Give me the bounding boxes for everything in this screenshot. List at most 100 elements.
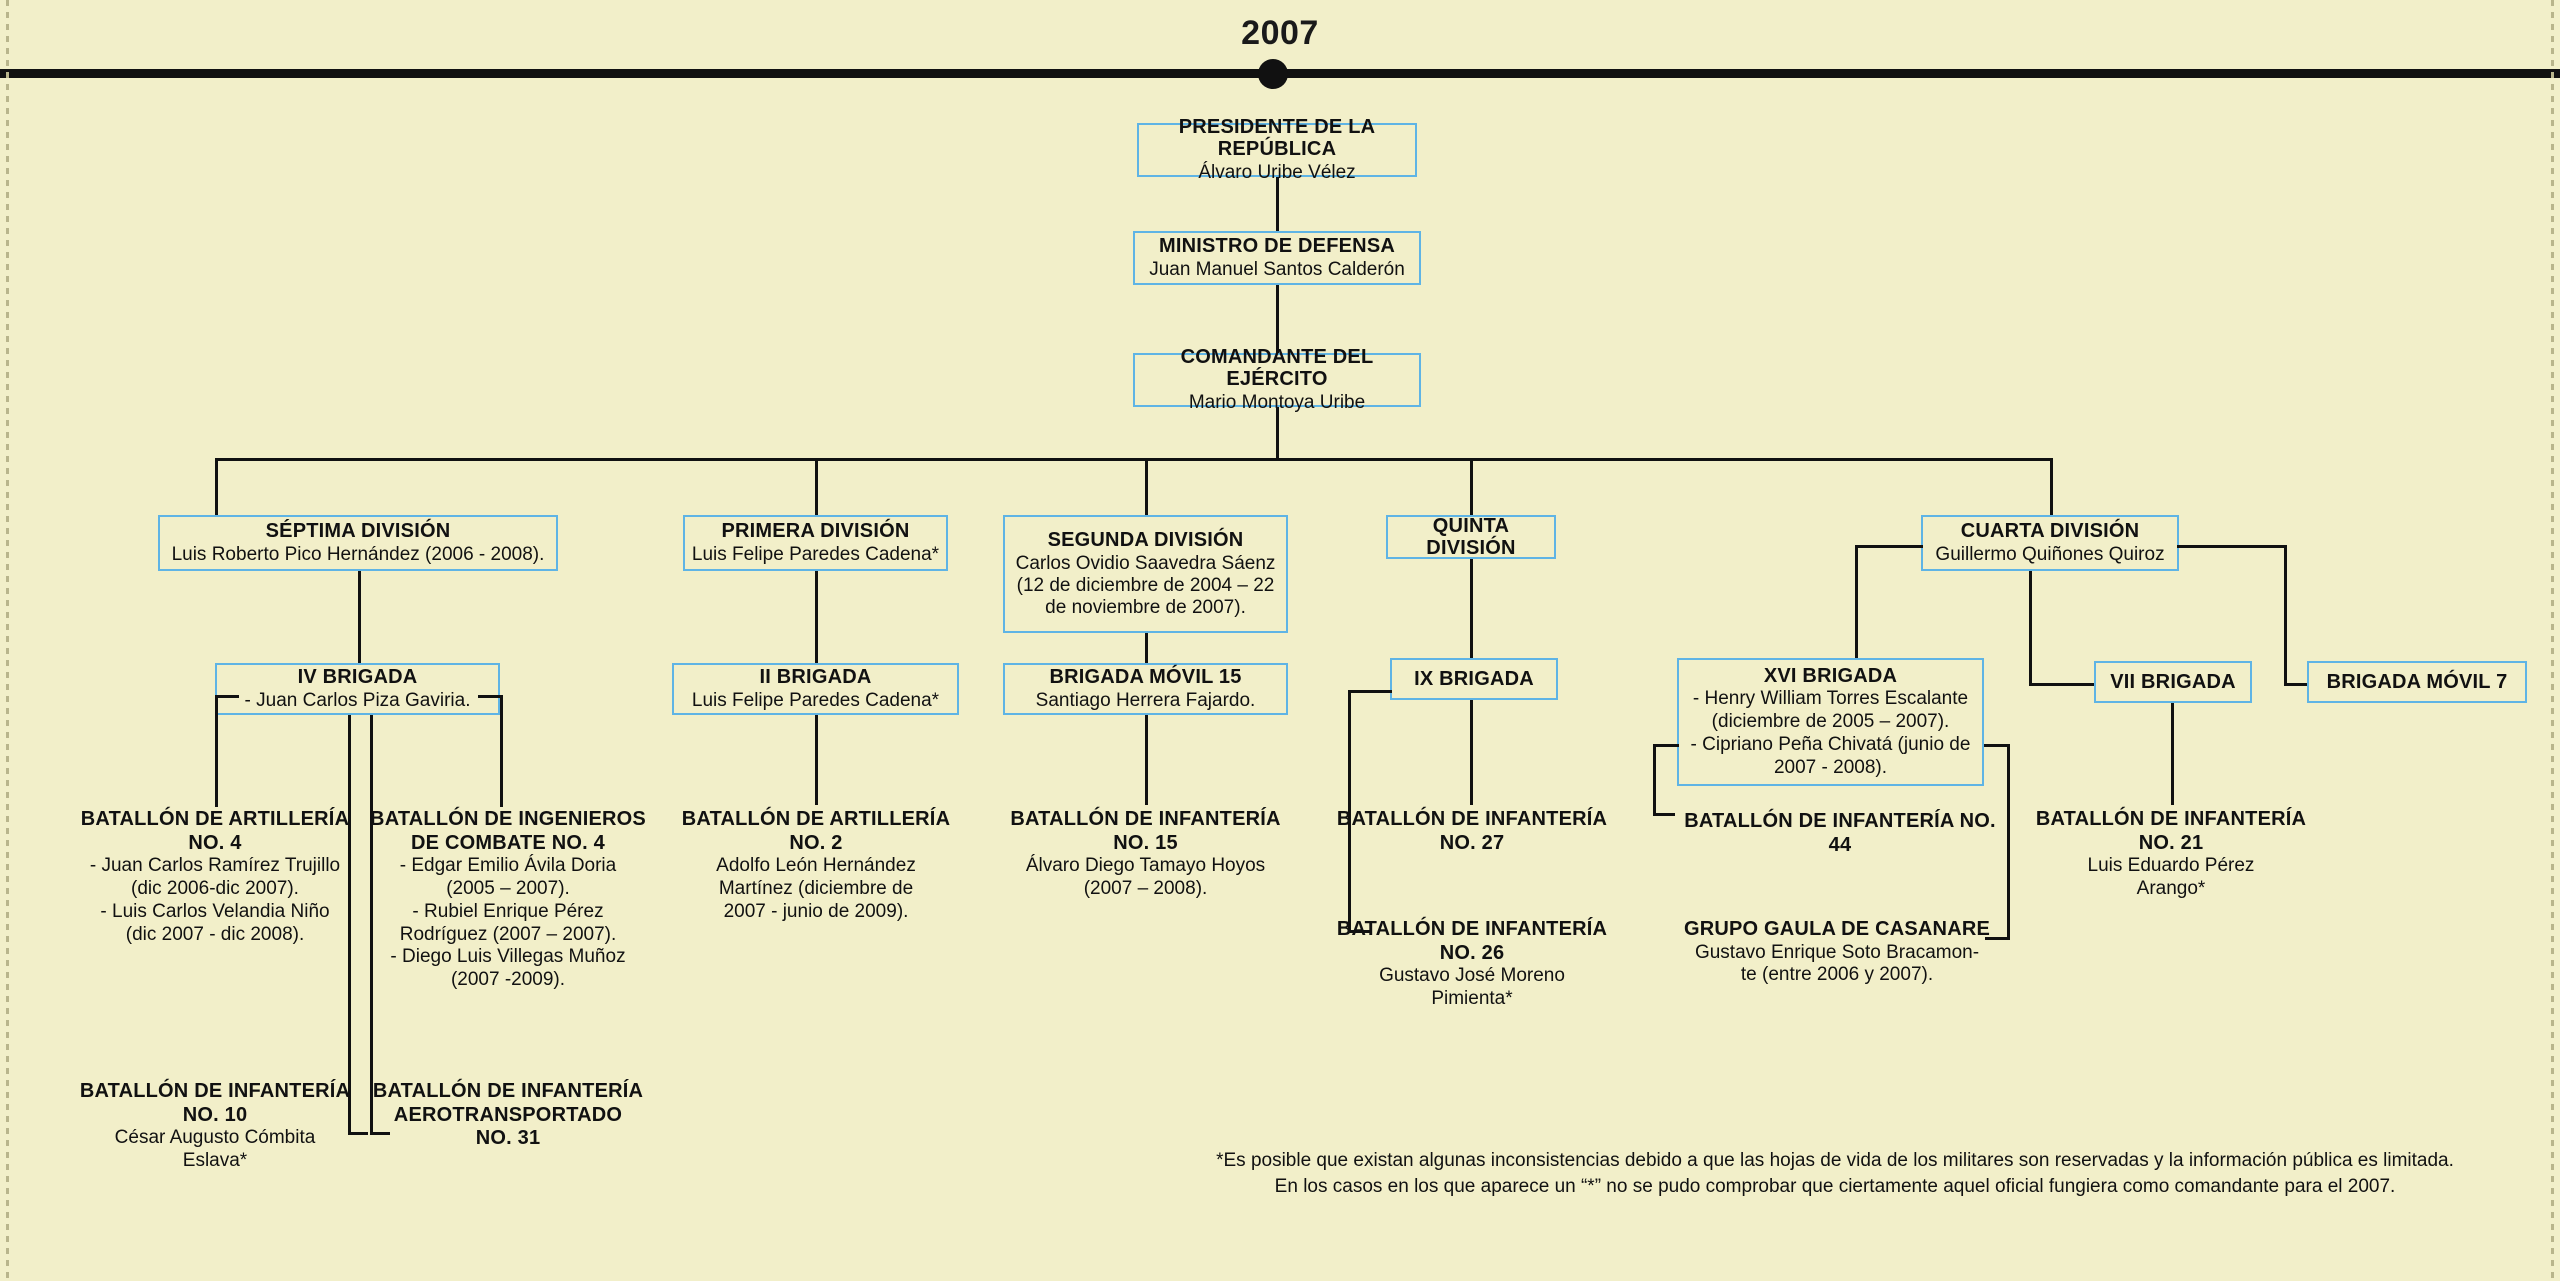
unit-batallon-infanteria-27[interactable]: BATALLÓN DE INFANTERÍA NO. 27 (1332, 808, 1612, 855)
node-cuarta-division[interactable]: CUARTA DIVISIÓN Guillermo Quiñones Quiro… (1921, 515, 2179, 571)
node-title: IV BRIGADA (297, 666, 418, 689)
connector-iv-art4-v (215, 695, 218, 807)
node-brigada-movil-15[interactable]: BRIGADA MÓVIL 15 Santiago Herrera Fajard… (1003, 663, 1288, 715)
node-title: XVI BRIGADA (1763, 664, 1898, 687)
unit-title-line-1: BATALLÓN DE ARTILLERÍA (681, 808, 951, 830)
node-subtitle: Carlos Ovidio Saavedra Sáenz (12 de dici… (1015, 552, 1276, 618)
node-primera-division[interactable]: PRIMERA DIVISIÓN Luis Felipe Paredes Cad… (683, 515, 948, 571)
connector-cuarta-vii-v (2029, 571, 2032, 686)
node-vii-brigada[interactable]: VII BRIGADA (2094, 661, 2252, 703)
drop-cuarta (2050, 458, 2053, 517)
node-presidente[interactable]: PRESIDENTE DE LA REPÚBLICA Álvaro Uribe … (1137, 116, 1417, 183)
unit-name-line-3: - Rubiel Enrique Pérez (412, 900, 604, 922)
connector-primera-ii (815, 571, 818, 665)
connector-iv-bi31-v (370, 715, 373, 1135)
unit-name-line-2: Eslava* (182, 1149, 248, 1171)
connector-ix-bi26-v (1348, 690, 1351, 933)
footnote-line-1: *Es posible que existan algunas inconsis… (1216, 1150, 2454, 1171)
node-septima-division[interactable]: SÉPTIMA DIVISIÓN Luis Roberto Pico Herná… (158, 515, 558, 571)
unit-batallon-infanteria-26[interactable]: BATALLÓN DE INFANTERÍA NO. 26 Gustavo Jo… (1332, 918, 1612, 1011)
unit-batallon-infanteria-21[interactable]: BATALLÓN DE INFANTERÍA NO. 21 Luis Eduar… (2031, 808, 2311, 901)
unit-title-line-1: BATALLÓN DE INFANTERÍA (1336, 918, 1608, 940)
unit-name-line-2: Pimienta* (1431, 987, 1513, 1009)
node-comandante-ejercito[interactable]: COMANDANTE DEL EJÉRCITO Mario Montoya Ur… (1133, 346, 1421, 413)
node-brigada-movil-7[interactable]: BRIGADA MÓVIL 7 (2307, 661, 2527, 703)
node-title: PRESIDENTE DE LA REPÚBLICA (1178, 116, 1376, 161)
unit-batallon-infanteria-15[interactable]: BATALLÓN DE INFANTERÍA NO. 15 Álvaro Die… (1003, 808, 1288, 901)
unit-title-line-2: NO. 15 (1113, 831, 1178, 854)
connector-segunda-bm15 (1145, 633, 1148, 665)
unit-name-line-1: - Edgar Emilio Ávila Doria (399, 855, 617, 877)
unit-name-line-1: Gustavo Enrique Soto Bracamon- (1694, 941, 1980, 963)
node-subtitle: Luis Felipe Paredes Cadena* (691, 543, 940, 565)
node-subtitle: Guillermo Quiñones Quiroz (1935, 543, 2165, 565)
connector-bm15-bi15 (1145, 715, 1148, 805)
unit-title-line-2: DE COMBATE NO. 4 (411, 831, 605, 854)
node-subtitle: Álvaro Uribe Vélez (1198, 161, 1356, 183)
connector-iv-bi10-v (348, 715, 351, 1135)
drop-segunda (1145, 458, 1148, 517)
footnote-line-2: En los casos en los que aparece un “*” n… (1274, 1175, 2396, 1197)
unit-name-line-3: - Luis Carlos Velandia Niño (100, 900, 330, 922)
connector-cuarta-bm7-v (2284, 545, 2287, 683)
footnote: *Es posible que existan algunas inconsis… (1140, 1148, 2530, 1199)
unit-grupo-gaula-casanare[interactable]: GRUPO GAULA DE CASANARE Gustavo Enrique … (1672, 918, 2002, 987)
unit-name-line-1: - Juan Carlos Ramírez Trujillo (89, 855, 341, 877)
unit-title-line-1: BATALLÓN DE INFANTERÍA (79, 1080, 351, 1102)
node-iv-brigada[interactable]: IV BRIGADA - Juan Carlos Piza Gaviria. (215, 663, 500, 715)
connector-xvi-bi44-h (1653, 813, 1675, 816)
unit-title-line-1: BATALLÓN DE INFANTERÍA (2035, 808, 2307, 830)
unit-batallon-artilleria-2[interactable]: BATALLÓN DE ARTILLERÍA NO. 2 Adolfo León… (676, 808, 956, 924)
node-quinta-division[interactable]: QUINTA DIVISIÓN (1386, 515, 1556, 559)
unit-batallon-ingenieros-combate-4[interactable]: BATALLÓN DE INGENIEROS DE COMBATE NO. 4 … (368, 808, 648, 992)
unit-title-line-1: BATALLÓN DE INFANTERÍA (1010, 808, 1281, 830)
connector-iv-bi31-h (370, 1132, 390, 1135)
node-ix-brigada[interactable]: IX BRIGADA (1390, 658, 1558, 700)
connector-iv-art4-h (215, 695, 239, 698)
connector-quinta-ix (1470, 559, 1473, 665)
connector-iv-ing4-h (478, 695, 502, 698)
connector-ii-art2 (815, 715, 818, 805)
page-title: 2007 (1241, 14, 1319, 52)
node-subtitle: Juan Manuel Santos Calderón (1149, 258, 1405, 280)
node-segunda-division[interactable]: SEGUNDA DIVISIÓN Carlos Ovidio Saavedra … (1003, 515, 1288, 633)
unit-name-line-4: (dic 2007 - dic 2008). (125, 923, 305, 945)
connector-cuarta-bm7-h (2177, 545, 2287, 548)
unit-name-line-1: Gustavo José Moreno (1379, 965, 1565, 987)
node-xvi-brigada[interactable]: XVI BRIGADA - Henry William Torres Escal… (1677, 658, 1984, 786)
node-title: BRIGADA MÓVIL 7 (2326, 670, 2508, 693)
division-bus (215, 458, 2053, 461)
unit-batallon-infanteria-aerotransportado-31[interactable]: BATALLÓN DE INFANTERÍA AEROTRANSPORTADO … (368, 1080, 648, 1151)
node-title: MINISTRO DE DEFENSA (1158, 235, 1396, 258)
unit-title-line-1: GRUPO GAULA DE CASANARE (1683, 918, 1991, 940)
unit-batallon-artilleria-4[interactable]: BATALLÓN DE ARTILLERÍA NO. 4 - Juan Carl… (55, 808, 375, 946)
unit-name-line-3: 2007 - junio de 2009). (723, 900, 909, 922)
connector-xvi-gaula-h-top (1984, 744, 2010, 747)
node-title: COMANDANTE DEL EJÉRCITO (1180, 346, 1374, 391)
unit-name-line-2: te (entre 2006 y 2007). (1740, 964, 1934, 986)
unit-title-line-2: AEROTRANSPORTADO (393, 1103, 623, 1126)
unit-batallon-infanteria-10[interactable]: BATALLÓN DE INFANTERÍA NO. 10 César Augu… (55, 1080, 375, 1173)
drop-primera (815, 458, 818, 517)
node-subtitle: - Juan Carlos Piza Gaviria. (244, 689, 471, 711)
node-subtitle-line-1: - Henry William Torres Escalante (1692, 688, 1969, 710)
connector-ix-bi27 (1470, 700, 1473, 805)
unit-title-line-1: BATALLÓN DE INFANTERÍA (372, 1080, 644, 1102)
unit-name-line-2: Martínez (diciembre de (718, 877, 914, 899)
unit-batallon-infanteria-44[interactable]: BATALLÓN DE INFANTERÍA NO. 44 (1675, 810, 2005, 857)
unit-name-line-2: Arango* (2136, 877, 2206, 899)
node-title: QUINTA DIVISIÓN (1426, 514, 1516, 559)
unit-title-line-2: NO. 27 (1439, 831, 1505, 854)
node-ministro-defensa[interactable]: MINISTRO DE DEFENSA Juan Manuel Santos C… (1133, 231, 1421, 285)
unit-title-line-2: NO. 4 (188, 831, 242, 854)
drop-septima (215, 458, 218, 517)
connector-ix-bi26-h-bottom (1348, 930, 1372, 933)
right-edge-tick (2551, 0, 2554, 1281)
node-subtitle-line-4: 2007 - 2008). (1773, 757, 1888, 779)
unit-title-line-1: BATALLÓN DE INGENIEROS (370, 808, 646, 830)
node-ii-brigada[interactable]: II BRIGADA Luis Felipe Paredes Cadena* (672, 663, 959, 715)
connector-xvi-gaula-v (2007, 744, 2010, 940)
connector-presidente-ministro (1276, 177, 1279, 231)
connector-comandante-bus (1276, 407, 1279, 460)
